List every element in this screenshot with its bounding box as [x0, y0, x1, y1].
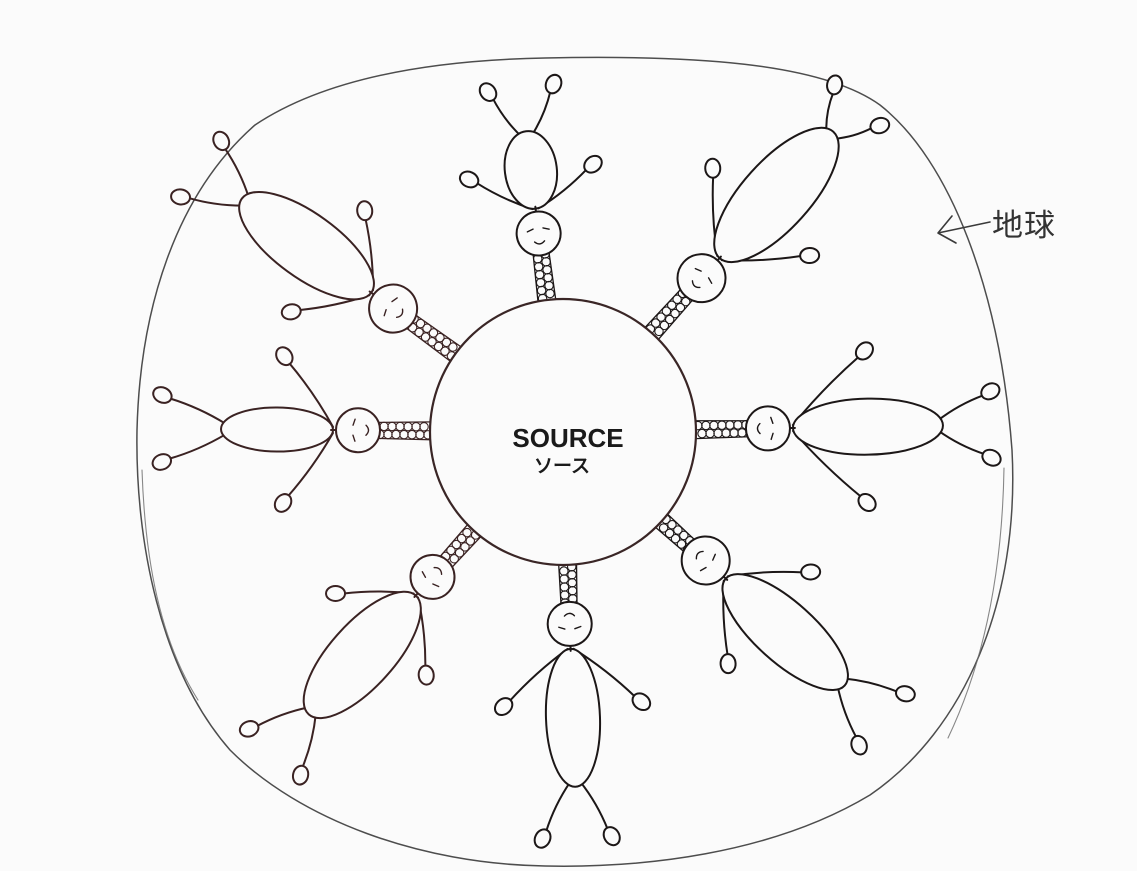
figure-hand	[720, 654, 736, 674]
figure-hand	[705, 158, 721, 178]
figure-hand	[356, 200, 373, 220]
figure-hand	[801, 564, 821, 580]
source-label-kana: ソース	[534, 455, 590, 477]
figure-hand	[326, 586, 345, 601]
figure-body	[221, 407, 333, 452]
source-label: SOURCE	[512, 423, 623, 453]
figure-head	[746, 406, 791, 451]
figure-hand	[800, 248, 820, 264]
earth-label: 地球	[992, 208, 1056, 244]
figure-head	[547, 601, 593, 647]
figure-hand	[418, 665, 435, 685]
figure-head	[336, 408, 380, 452]
